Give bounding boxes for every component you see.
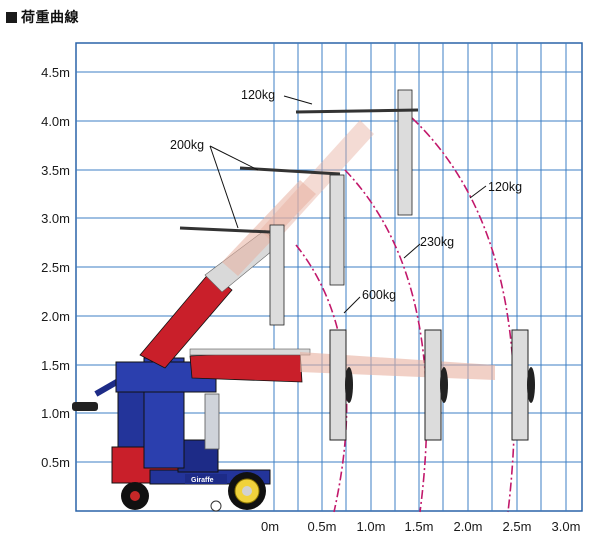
x-tick-label: 2.0m <box>454 519 483 534</box>
leader-outer-120kg <box>469 185 487 199</box>
label-outer-120kg: 120kg <box>488 180 522 194</box>
y-tick-label: 1.5m <box>41 358 70 373</box>
title-row: 荷重曲線 <box>6 6 79 28</box>
raised-boom-lower <box>139 271 233 369</box>
leader-230kg <box>403 243 421 259</box>
leader-top-120kg <box>283 95 313 105</box>
y-axis-labels: 4.5m 4.0m 3.5m 3.0m 2.5m 2.0m 1.5m 1.0m … <box>41 65 70 470</box>
leader-600kg <box>343 296 361 314</box>
x-tick-label: 1.5m <box>405 519 434 534</box>
y-tick-label: 3.5m <box>41 163 70 178</box>
x-tick-label: 0m <box>261 519 279 534</box>
raised-boom <box>139 89 419 369</box>
rear-wheel-hub <box>130 491 140 501</box>
y-tick-label: 2.5m <box>41 260 70 275</box>
y-tick-label: 4.5m <box>41 65 70 80</box>
glass-gripper-1 <box>329 329 347 441</box>
page-title: 荷重曲線 <box>21 9 79 25</box>
brand-badge-plate <box>185 474 227 484</box>
chart-frame <box>75 42 583 512</box>
mast-shield <box>204 393 220 450</box>
glass-gripper-2 <box>424 329 442 441</box>
label-600kg: 600kg <box>362 288 396 302</box>
x-tick-label: 0.5m <box>308 519 337 534</box>
x-tick-label: 3.0m <box>552 519 581 534</box>
raised-gripper-3 <box>397 89 413 216</box>
suction-cup-1 <box>345 367 353 403</box>
caster-wheel <box>210 500 222 512</box>
y-tick-label: 1.0m <box>41 406 70 421</box>
leader-200kg-a <box>209 145 259 171</box>
suction-cup-3 <box>527 367 535 403</box>
raised-boom-ghost-1 <box>222 180 316 276</box>
glass-gripper-3 <box>511 329 529 441</box>
extended-boom-ghost <box>300 352 495 380</box>
label-200kg: 200kg <box>170 138 204 152</box>
y-tick-label: 3.0m <box>41 211 70 226</box>
label-230kg: 230kg <box>420 235 454 249</box>
y-tick-label: 4.0m <box>41 114 70 129</box>
horizontal-boom-top <box>189 348 311 356</box>
x-tick-label: 2.5m <box>503 519 532 534</box>
raised-gripper-2 <box>329 174 345 286</box>
machine-base: Giraffe <box>72 357 271 512</box>
horizontal-boom <box>189 329 535 441</box>
brand-badge-text: Giraffe <box>191 477 214 484</box>
load-curve-outer <box>411 117 516 513</box>
y-tick-label: 0.5m <box>41 455 70 470</box>
front-wheel-hub <box>242 486 252 496</box>
raised-carriage-bar-1 <box>179 226 271 234</box>
y-tick-label: 2.0m <box>41 309 70 324</box>
leader-200kg-b <box>209 145 239 229</box>
raised-gripper-1 <box>269 224 285 326</box>
x-axis-labels: 0m 0.5m 1.0m 1.5m 2.0m 2.5m 3.0m <box>261 519 580 534</box>
handle-grip <box>72 402 98 411</box>
load-curve-middle <box>344 169 428 513</box>
suction-cup-2 <box>440 367 448 403</box>
raised-boom-ghost-2 <box>260 120 374 244</box>
title-square-icon <box>6 11 17 23</box>
handle-arm <box>94 377 122 397</box>
x-tick-label: 1.0m <box>357 519 386 534</box>
raised-carriage-bar-3 <box>295 108 419 114</box>
label-top-120kg: 120kg <box>241 88 275 102</box>
callout-leaders <box>209 95 487 314</box>
